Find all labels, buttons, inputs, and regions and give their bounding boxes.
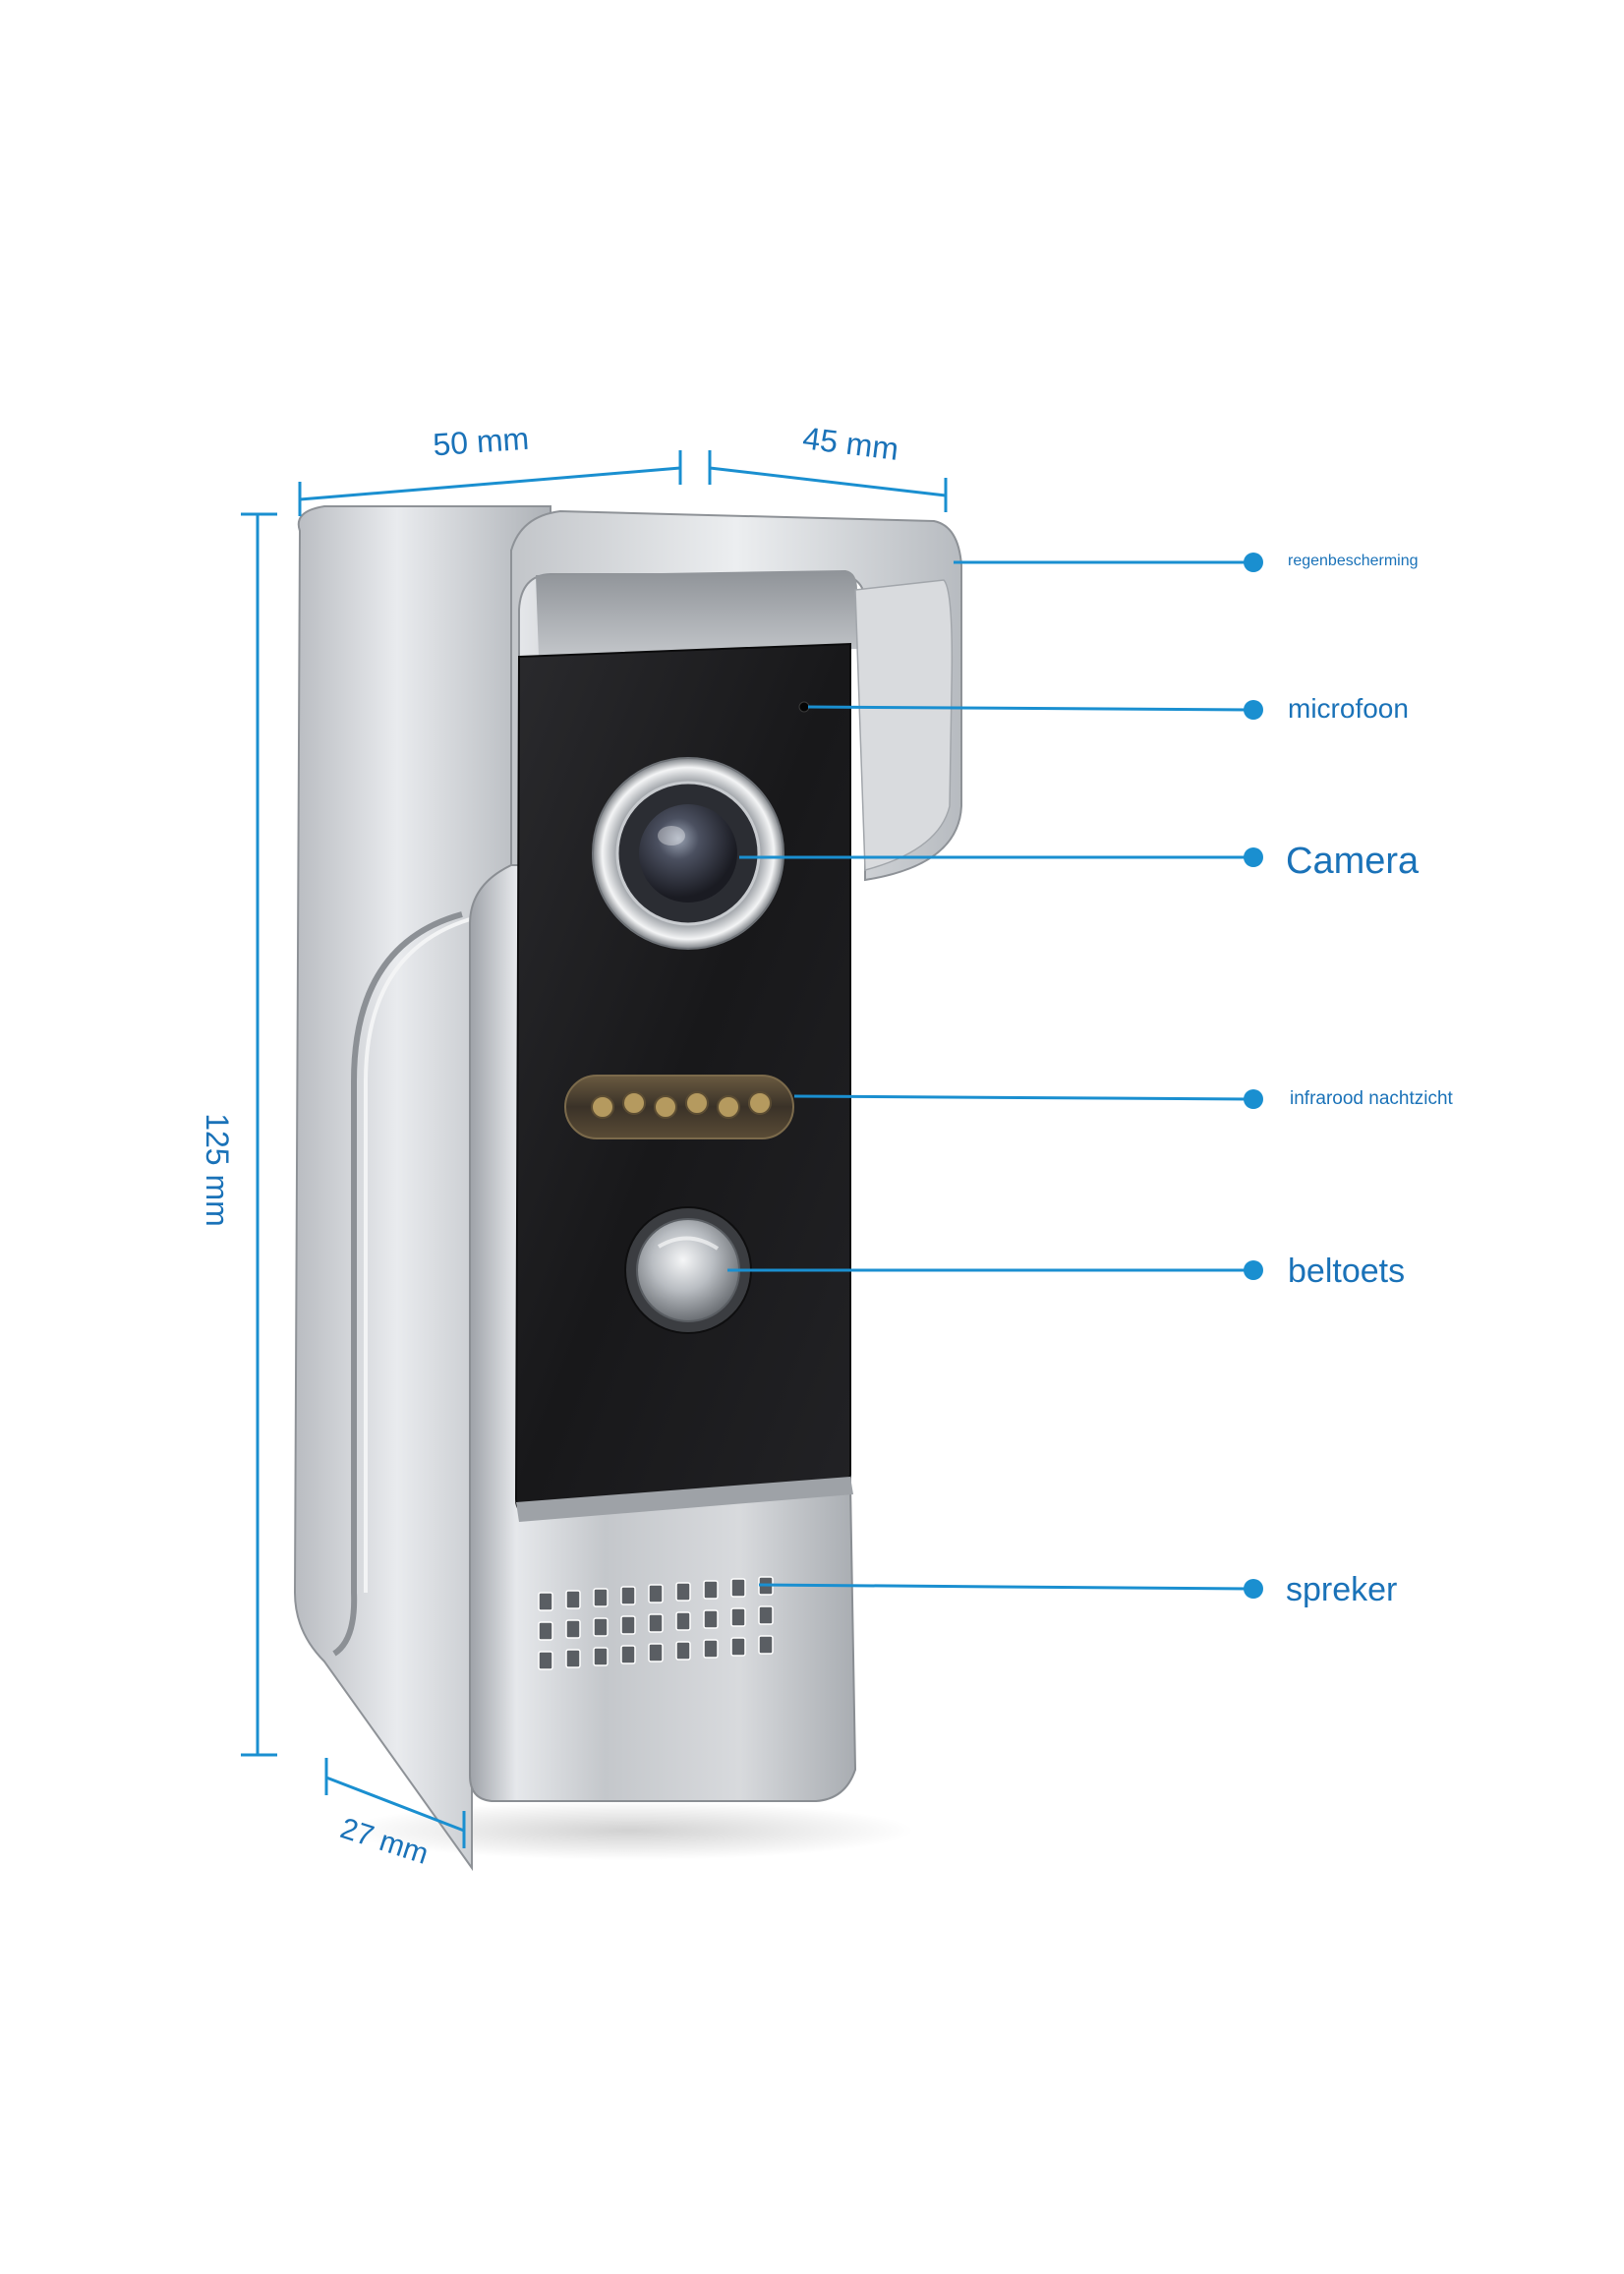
panel-lower-edge xyxy=(516,1477,853,1522)
speaker-hole xyxy=(730,1578,746,1598)
speaker-hole xyxy=(703,1609,719,1629)
dim-line-width xyxy=(299,466,681,501)
side-groove-highlight xyxy=(364,917,471,1593)
lens-glare xyxy=(658,826,685,845)
speaker-hole xyxy=(620,1645,636,1664)
speaker-hole xyxy=(758,1605,774,1625)
camera-assembly xyxy=(592,757,784,950)
ir-led xyxy=(748,1091,772,1115)
speaker-hole xyxy=(730,1637,746,1657)
ir-led xyxy=(654,1095,677,1119)
callout-label-infrared: infrarood nachtzicht xyxy=(1290,1088,1454,1109)
callout-dot xyxy=(1244,847,1263,867)
ir-led xyxy=(622,1091,646,1115)
speaker-grille xyxy=(538,1576,774,1670)
button-cap xyxy=(636,1218,740,1322)
speaker-hole xyxy=(675,1641,691,1661)
speaker-hole xyxy=(620,1586,636,1605)
speaker-hole xyxy=(648,1643,664,1662)
speaker-hole xyxy=(703,1580,719,1600)
speaker-hole xyxy=(593,1647,609,1666)
speaker-hole xyxy=(675,1611,691,1631)
call-button xyxy=(624,1206,752,1334)
speaker-hole xyxy=(758,1635,774,1655)
callout-dot xyxy=(1244,553,1263,572)
camera-lens xyxy=(639,804,737,903)
speaker-hole xyxy=(538,1651,553,1670)
callout-label-microphone: microfoon xyxy=(1288,693,1409,724)
speaker-hole xyxy=(593,1617,609,1637)
callout-dots xyxy=(1244,553,1263,1599)
speaker-hole xyxy=(675,1582,691,1602)
speaker-hole xyxy=(565,1590,581,1609)
dim-label-height: 125 mm xyxy=(200,1113,235,1227)
dim-label-depth-top: 45 mm xyxy=(801,420,900,467)
callout-label-camera: Camera xyxy=(1286,841,1420,882)
speaker-hole xyxy=(648,1613,664,1633)
speaker-hole xyxy=(538,1621,553,1641)
speaker-hole xyxy=(538,1592,553,1611)
side-groove xyxy=(332,911,463,1657)
callout-dot xyxy=(1244,1260,1263,1280)
speaker-hole xyxy=(703,1639,719,1659)
speaker-hole xyxy=(730,1607,746,1627)
callout-label-speaker: spreker xyxy=(1286,1571,1397,1608)
callout-line-infrared xyxy=(793,1094,1254,1101)
speaker-hole xyxy=(565,1619,581,1639)
hood-inner-shade xyxy=(536,570,857,657)
callout-dot xyxy=(1244,700,1263,720)
callout-lines xyxy=(727,560,1254,1591)
dim-line-depth-bottom xyxy=(325,1776,465,1833)
hood-side xyxy=(854,579,954,871)
callout-dot xyxy=(1244,1089,1263,1109)
ir-window xyxy=(564,1075,794,1139)
speaker-hole xyxy=(648,1584,664,1603)
button-highlight xyxy=(657,1236,720,1251)
callout-dot xyxy=(1244,1579,1263,1599)
dim-line-depth-top xyxy=(709,466,947,497)
ir-led xyxy=(717,1095,740,1119)
infrared-strip xyxy=(564,1075,794,1139)
callout-label-rain-cover: regenbescherming xyxy=(1288,553,1419,569)
microphone-hole xyxy=(798,701,810,713)
dimension-lines xyxy=(241,450,948,1848)
dim-label-width: 50 mm xyxy=(432,421,530,463)
ground-shadow xyxy=(344,1801,914,1860)
ir-led xyxy=(685,1091,709,1115)
callout-line-microphone xyxy=(807,705,1254,712)
speaker-hole xyxy=(620,1615,636,1635)
callout-label-call-button: beltoets xyxy=(1288,1253,1405,1290)
speaker-hole xyxy=(565,1649,581,1668)
speaker-hole xyxy=(593,1588,609,1607)
ir-led xyxy=(591,1095,614,1119)
callout-line-speaker xyxy=(758,1583,1254,1591)
